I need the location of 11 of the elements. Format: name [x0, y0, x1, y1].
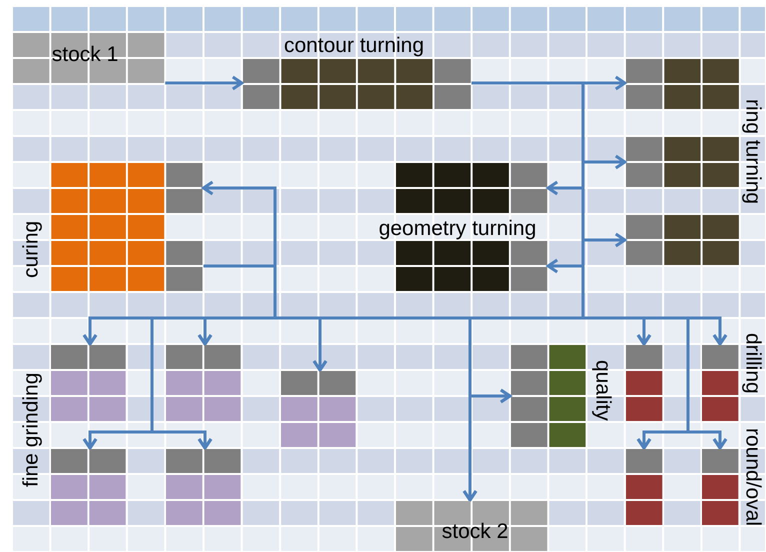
text-label: stock 1 — [50, 42, 120, 66]
arrow — [165, 76, 244, 90]
text-label: drilling — [740, 332, 766, 396]
text-label: round/oval — [740, 427, 766, 529]
text-label: ring turning — [740, 98, 766, 207]
text-label: geometry turning — [378, 216, 538, 242]
text-label: contour turning — [282, 33, 426, 58]
text-label: fine grinding — [18, 372, 44, 490]
text-label: curing — [18, 219, 44, 280]
text-label: stock 2 — [440, 518, 510, 544]
text-label: quality — [590, 358, 616, 423]
